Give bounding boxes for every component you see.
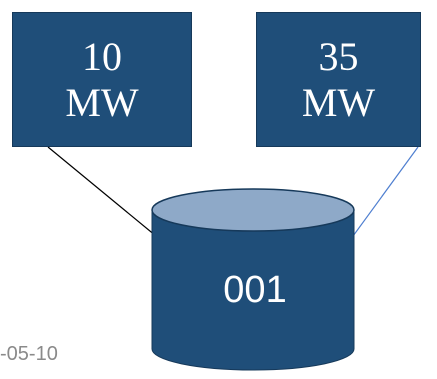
- power-box-unit: MW: [65, 79, 139, 125]
- power-box-10mw: 10 MW: [12, 12, 192, 147]
- cylinder-label: 001: [223, 269, 287, 311]
- power-box-unit: MW: [301, 79, 376, 125]
- cylinder-top: [151, 188, 355, 232]
- power-box-35mw: 35 MW: [256, 12, 421, 147]
- power-box-value: 10: [82, 33, 122, 79]
- connector-left: [47, 146, 157, 237]
- cylinder-body: [151, 209, 355, 371]
- footer-date: -05-10: [0, 343, 58, 365]
- power-box-value: 35: [318, 33, 359, 79]
- database-cylinder: [151, 188, 355, 371]
